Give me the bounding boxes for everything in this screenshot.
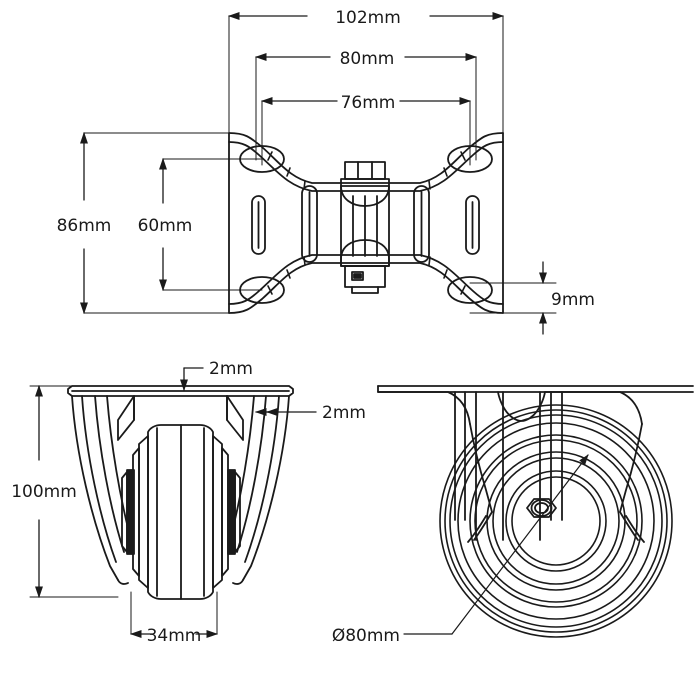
center-bolt-assembly [340,161,390,294]
dim-label-wheel-width: 34mm [147,626,202,646]
dim-label-fork-thickness: 2mm [322,403,366,423]
front-view-group [29,367,317,638]
dim-label-plate-depth: 86mm [57,216,112,236]
side-axle-nut [526,498,557,518]
plate-edge-knurl-top [267,151,466,190]
dim-label-plate-width: 102mm [335,8,401,28]
front-view-dimension-lines [35,367,317,638]
dim-label-hole-spacing-outer: 80mm [340,49,395,69]
dim-label-plate-edge-offset: 9mm [551,290,595,310]
diameter-leader-line [403,454,589,635]
top-view-extension-lines [83,15,557,314]
dim-label-wheel-diameter: Ø80mm [332,626,400,646]
plate-top-edge-curve [228,132,504,192]
front-wheel-body [121,424,241,600]
plate-outline [228,132,504,314]
relief-slot [251,185,480,263]
dim-label-overall-height: 100mm [11,482,77,502]
side-view-group [377,385,694,638]
dim-label-hole-spacing-inner: 76mm [341,93,396,113]
mounting-hole [239,145,493,304]
side-top-plate [377,385,694,425]
dim-label-hole-depth-span: 60mm [138,216,193,236]
front-gusset-rib [117,395,244,441]
plate-bottom-edge-curve [228,254,504,314]
dim-label-plate-thickness: 2mm [209,359,253,379]
side-wheel-rings [439,404,673,638]
front-top-plate [67,385,294,397]
plate-edge-knurl-bottom [267,256,466,295]
top-view-group [80,12,557,335]
top-view-dimension-lines [80,12,547,335]
